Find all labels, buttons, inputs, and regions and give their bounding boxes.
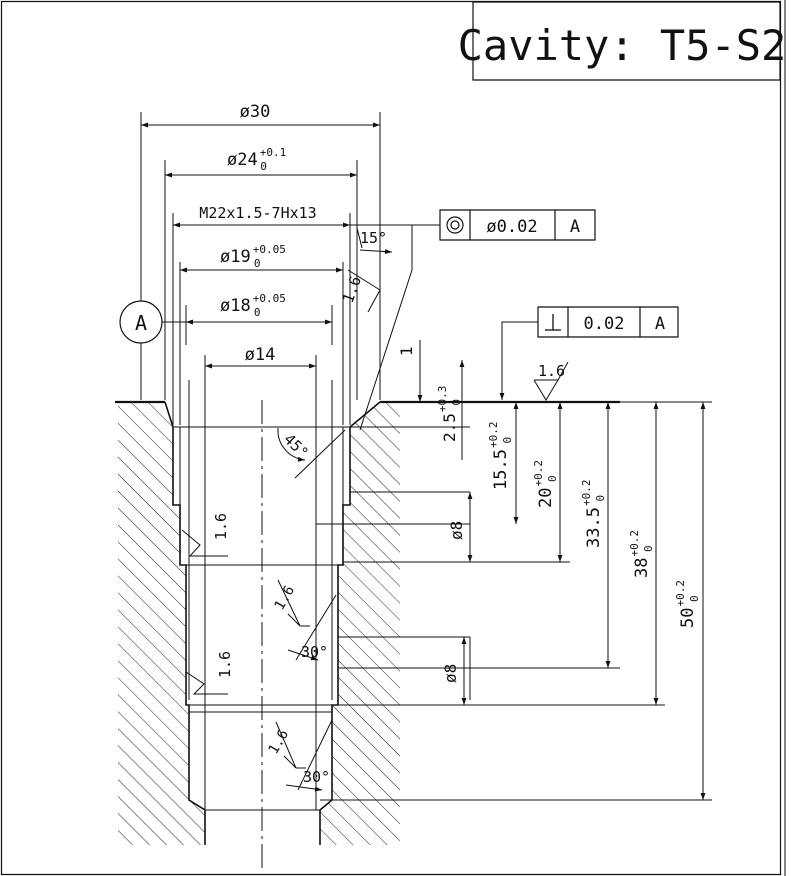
label-depth-1: 1 bbox=[397, 346, 416, 356]
label-depth-50: 50+0.20 bbox=[674, 580, 701, 628]
sheet-border bbox=[2, 2, 781, 875]
datum-a: A bbox=[119, 300, 186, 344]
body-section bbox=[115, 355, 620, 870]
cone-45: 45° bbox=[278, 428, 345, 478]
label-thread: M22x1.5-7Hx13 bbox=[199, 204, 316, 222]
cone-30-lower: 1.6 30° bbox=[266, 720, 332, 792]
hatch-right bbox=[320, 402, 400, 845]
label-depth-38: 38+0.20 bbox=[628, 530, 655, 578]
title-block: Cavity: T5-S2 bbox=[458, 2, 787, 80]
label-d14: ø14 bbox=[245, 345, 276, 365]
hatch-left bbox=[118, 402, 205, 845]
roughness-cone-2-value: 1.6 bbox=[266, 727, 293, 757]
roughness-bore-2: 1.6 bbox=[186, 651, 234, 694]
gdt-conc-datum: A bbox=[570, 217, 580, 237]
label-45deg: 45° bbox=[280, 430, 312, 462]
datum-a-label: A bbox=[135, 311, 147, 335]
extension-lines bbox=[141, 112, 380, 425]
label-depth-20: 20+0.20 bbox=[532, 460, 559, 508]
roughness-cone-1-value: 1.6 bbox=[272, 583, 299, 613]
roughness-bore-1: 1.6 bbox=[182, 513, 230, 556]
diameter-dimensions bbox=[141, 122, 380, 369]
label-port2: ø8 bbox=[441, 664, 460, 683]
roughness-thread: 1.6 bbox=[339, 270, 380, 312]
depth-extensions bbox=[320, 402, 712, 800]
gdt-perpendicularity: 0.02 A bbox=[499, 307, 678, 400]
cavity-title: Cavity: T5-S2 bbox=[458, 21, 787, 70]
gdt-concentricity: ø0.02 A bbox=[350, 210, 595, 430]
label-port1: ø8 bbox=[447, 521, 466, 540]
label-depth-15-5: 15.5+0.20 bbox=[487, 422, 514, 490]
label-depth-33-5: 33.5+0.20 bbox=[580, 480, 607, 548]
roughness-bore-2-value: 1.6 bbox=[216, 651, 234, 678]
label-15deg: 15° bbox=[360, 229, 387, 247]
gdt-conc-value: ø0.02 bbox=[486, 217, 537, 237]
roughness-top-value: 1.6 bbox=[538, 362, 565, 380]
label-30deg-b: 30° bbox=[303, 768, 330, 786]
label-depth-2-5: 2.5+0.30 bbox=[436, 386, 463, 442]
gdt-perp-datum: A bbox=[655, 314, 665, 334]
gdt-perp-value: 0.02 bbox=[584, 314, 625, 334]
roughness-top: 1.6 bbox=[534, 362, 568, 400]
roughness-bore-1-value: 1.6 bbox=[212, 513, 230, 540]
cone-30-upper: 1.6 30° bbox=[272, 580, 336, 661]
label-30deg-a: 30° bbox=[301, 643, 328, 661]
depth-dimensions bbox=[417, 340, 706, 800]
chamfer-15: 15° bbox=[357, 228, 392, 255]
label-d30: ø30 bbox=[240, 102, 271, 122]
